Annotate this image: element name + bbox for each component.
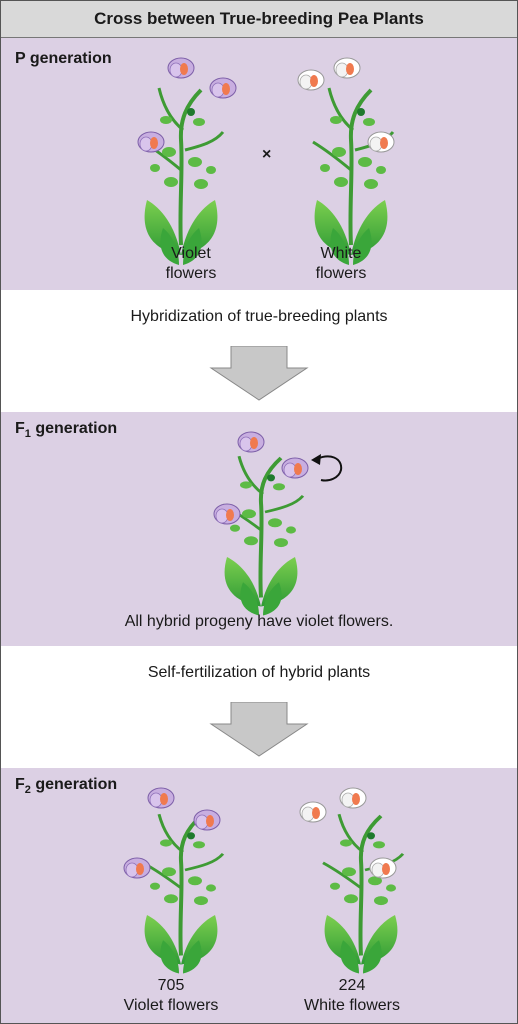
self-fertilization-arrow-icon	[311, 454, 343, 482]
self-fertilization-step: Self-fertilization of hybrid plants	[1, 646, 517, 768]
f2-generation-panel: F2 generation 705 Violet flowers 224 Whi…	[1, 768, 517, 1023]
white-count: 224	[338, 977, 366, 994]
f1-generation-panel: F1 generation All hybrid progeny have vi…	[1, 412, 517, 646]
down-arrow-2	[209, 702, 309, 757]
f1-caption: All hybrid progeny have violet flowers.	[124, 613, 394, 630]
white-caption-line1: White	[320, 245, 362, 262]
violet-count-label: Violet flowers	[123, 997, 219, 1014]
down-arrow-1	[209, 346, 309, 401]
f1-generation-label: F1 generation	[15, 420, 117, 440]
f2-label-prefix: F	[15, 776, 25, 793]
hybridization-text: Hybridization of true-breeding plants	[130, 308, 388, 325]
p-generation-panel: P generation × Violet flowers White flow…	[1, 38, 517, 290]
f1-label-prefix: F	[15, 420, 25, 437]
f2-generation-label: F2 generation	[15, 776, 117, 796]
diagram-title: Cross between True-breeding Pea Plants	[1, 1, 517, 38]
f2-label-sub: 2	[24, 784, 31, 797]
violet-parent-plant	[137, 57, 237, 267]
violet-parent-caption: Violet flowers	[151, 244, 231, 284]
violet-caption-line2: flowers	[165, 265, 217, 282]
f2-white-plant	[299, 787, 405, 976]
white-caption-line2: flowers	[315, 265, 367, 282]
p-generation-label: P generation	[15, 50, 112, 67]
f1-label-sub: 1	[24, 428, 31, 441]
f1-label-suffix: generation	[30, 420, 118, 437]
f2-violet-caption: 705 Violet flowers	[111, 976, 231, 1016]
white-count-label: White flowers	[303, 997, 401, 1014]
violet-count: 705	[157, 977, 185, 994]
white-parent-plant	[297, 57, 395, 267]
f2-violet-plant	[123, 787, 225, 976]
f2-label-suffix: generation	[30, 776, 118, 793]
hybridization-step: Hybridization of true-breeding plants	[1, 290, 517, 412]
white-parent-caption: White flowers	[301, 244, 381, 284]
violet-caption-line1: Violet	[171, 245, 211, 262]
cross-symbol: ×	[262, 146, 272, 163]
f2-white-caption: 224 White flowers	[287, 976, 417, 1016]
self-fertilization-text: Self-fertilization of hybrid plants	[147, 664, 371, 681]
